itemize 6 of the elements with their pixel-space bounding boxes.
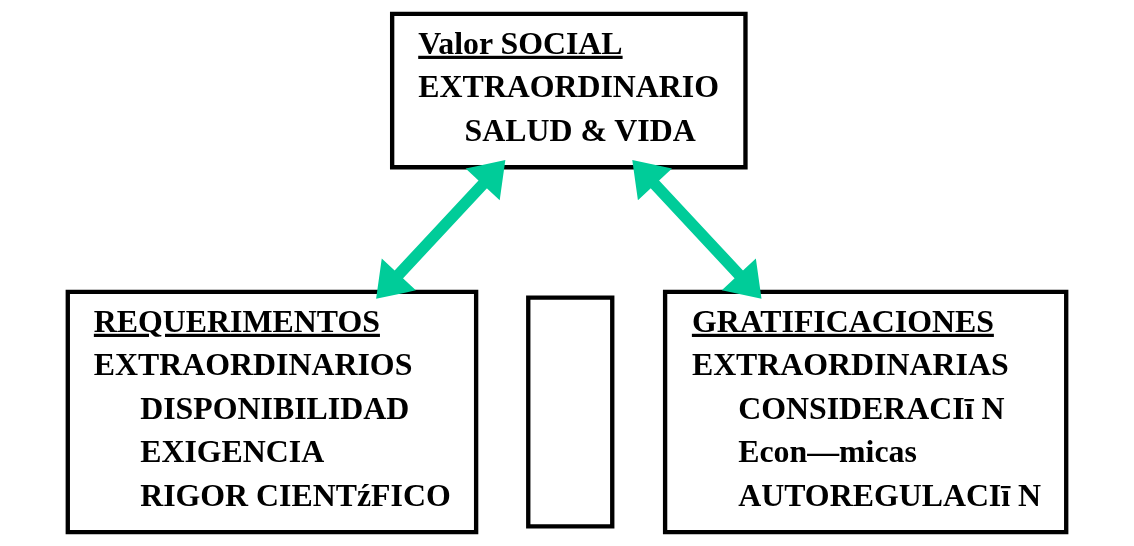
- arrow: [376, 160, 506, 299]
- node-box: REQUERIMENTOS EXTRAORDINARIOS DISPONIBILIDAD EXIGENCIA RIGOR CIENTźFICO: [65, 289, 479, 535]
- node-box: GRATIFICACIONES EXTRAORDINARIAS CONSIDERACIī N Econ—micas AUTOREGULACIī N: [662, 289, 1069, 535]
- arrow: [632, 160, 762, 299]
- node-box: [526, 295, 615, 529]
- node-box: Valor SOCIAL EXTRAORDINARIO SALUD & VIDA: [389, 11, 748, 170]
